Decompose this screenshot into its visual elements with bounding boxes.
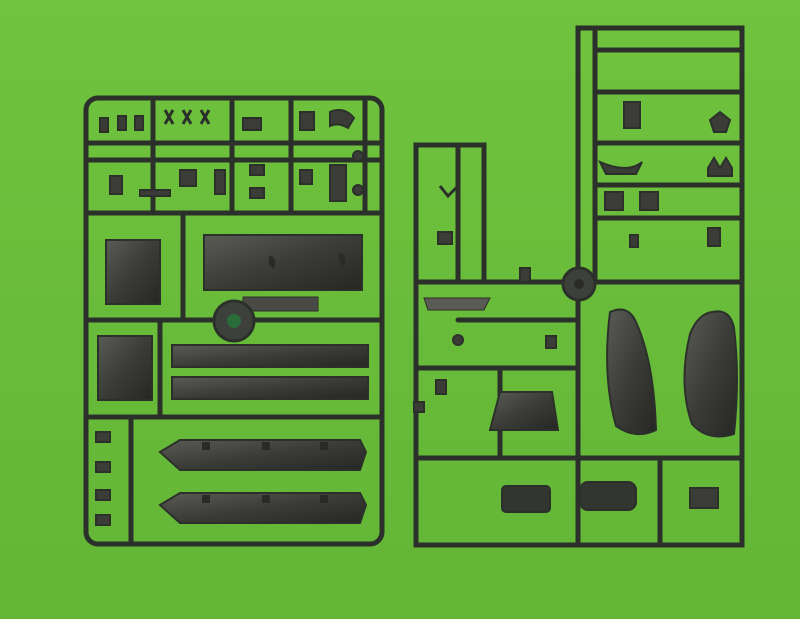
left-small-parts xyxy=(99,109,364,202)
right-trapezoid-plate xyxy=(488,391,560,431)
left-bottom-parts xyxy=(95,431,111,526)
right-fender-left xyxy=(606,308,658,436)
left-panel-square-bottom xyxy=(97,335,153,401)
right-sprue-frame xyxy=(413,25,745,548)
left-track-sections xyxy=(158,439,368,524)
left-long-strip-1 xyxy=(171,344,369,368)
right-flat-strip xyxy=(423,297,491,311)
left-panel-square-top xyxy=(105,239,161,305)
right-fender-right xyxy=(683,310,738,438)
right-sprue xyxy=(413,25,745,548)
left-long-strip-2 xyxy=(171,376,369,400)
left-strip-small xyxy=(242,296,319,312)
right-small-parts xyxy=(413,101,733,509)
left-panel-wide xyxy=(203,234,363,291)
right-cylinder-2 xyxy=(579,481,637,511)
right-cylinder-1 xyxy=(501,485,551,513)
